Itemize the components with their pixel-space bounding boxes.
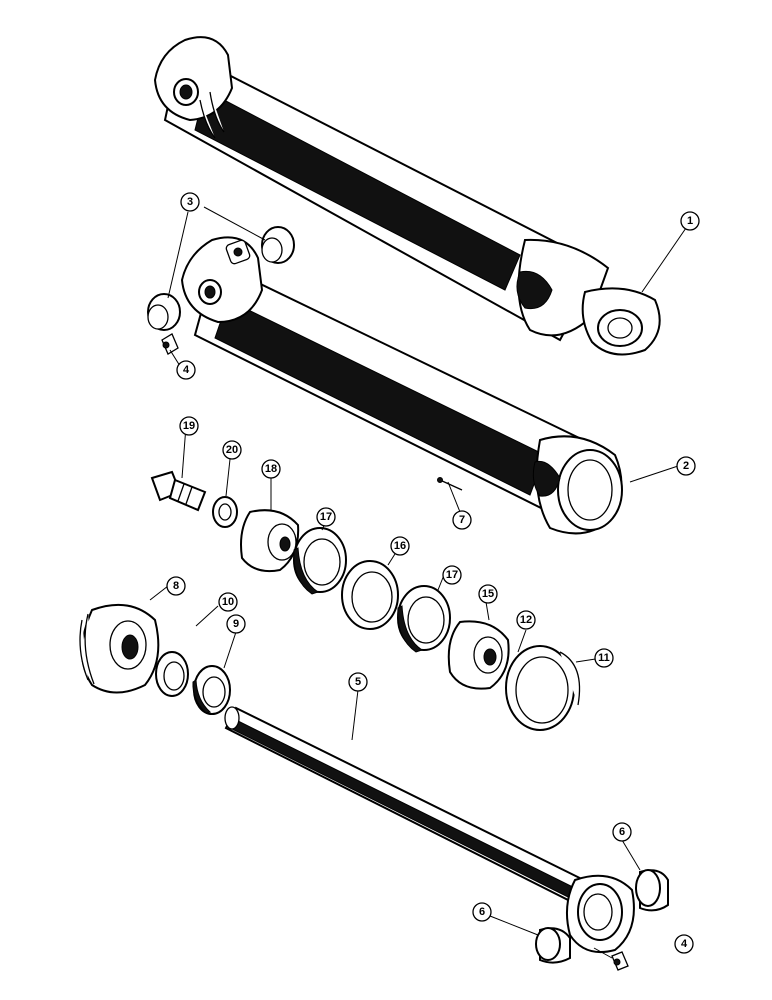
callout-4b: 4: [674, 934, 694, 954]
bushing-6b: [535, 927, 571, 964]
svg-text:9: 9: [233, 618, 239, 630]
seal-11: [559, 651, 581, 706]
callout-7: 7: [452, 510, 472, 530]
gland-8: [79, 603, 160, 694]
svg-text:5: 5: [355, 676, 361, 688]
callout-12: 12: [516, 610, 536, 630]
cylinder-barrel-2: [180, 236, 623, 535]
svg-text:1: 1: [687, 215, 693, 227]
callout-11: 11: [594, 648, 614, 668]
grease-fitting-4b: [611, 951, 629, 971]
svg-text:12: 12: [520, 614, 532, 626]
callout-3: 3: [180, 192, 200, 212]
svg-text:4: 4: [183, 364, 190, 376]
rod-seal-9: [192, 665, 231, 715]
seal-17b: [397, 585, 451, 653]
svg-text:8: 8: [173, 580, 179, 592]
svg-text:19: 19: [183, 420, 195, 432]
seal-17a: [293, 527, 347, 595]
callout-20: 20: [222, 440, 242, 460]
svg-text:4: 4: [681, 938, 688, 950]
bushing-3b: [147, 293, 181, 331]
callout-4a: 4: [176, 360, 196, 380]
callout-8: 8: [166, 576, 186, 596]
callout-10: 10: [218, 592, 238, 612]
svg-text:2: 2: [683, 460, 689, 472]
piston-18: [240, 509, 300, 573]
grease-fitting-4a: [161, 333, 179, 355]
svg-text:3: 3: [187, 196, 193, 208]
washer-20: [212, 496, 238, 528]
wear-ring-16: [341, 560, 399, 630]
svg-text:20: 20: [226, 444, 238, 456]
pin-7: [437, 477, 463, 491]
bushing-3a: [261, 226, 295, 264]
callout-17b: 17: [442, 565, 462, 585]
bushing-6a: [635, 869, 669, 912]
svg-text:17: 17: [446, 569, 458, 581]
callout-19: 19: [179, 416, 199, 436]
backup-ring-12: [505, 645, 575, 731]
svg-text:7: 7: [459, 514, 465, 526]
svg-text:6: 6: [479, 906, 485, 918]
fitting-bolt-19: [150, 470, 207, 512]
svg-text:15: 15: [482, 588, 494, 600]
svg-text:17: 17: [320, 511, 332, 523]
callout-2: 2: [676, 456, 696, 476]
callout-6b: 6: [472, 902, 492, 922]
svg-text:16: 16: [394, 540, 406, 552]
callout-5: 5: [348, 672, 368, 692]
callout-16: 16: [390, 536, 410, 556]
callout-17a: 17: [316, 507, 336, 527]
callout-18: 18: [261, 459, 281, 479]
cylinder-assembly-1: [153, 36, 661, 356]
piston-nut-15: [447, 620, 510, 690]
svg-text:10: 10: [222, 596, 234, 608]
piston-rod-5: [224, 706, 635, 954]
callout-1: 1: [680, 211, 700, 231]
callout-9: 9: [226, 614, 246, 634]
callout-6a: 6: [612, 822, 632, 842]
wiper-ring-10: [155, 651, 189, 697]
svg-text:18: 18: [265, 463, 277, 475]
svg-text:11: 11: [598, 652, 610, 664]
callout-15: 15: [478, 584, 498, 604]
svg-text:6: 6: [619, 826, 625, 838]
